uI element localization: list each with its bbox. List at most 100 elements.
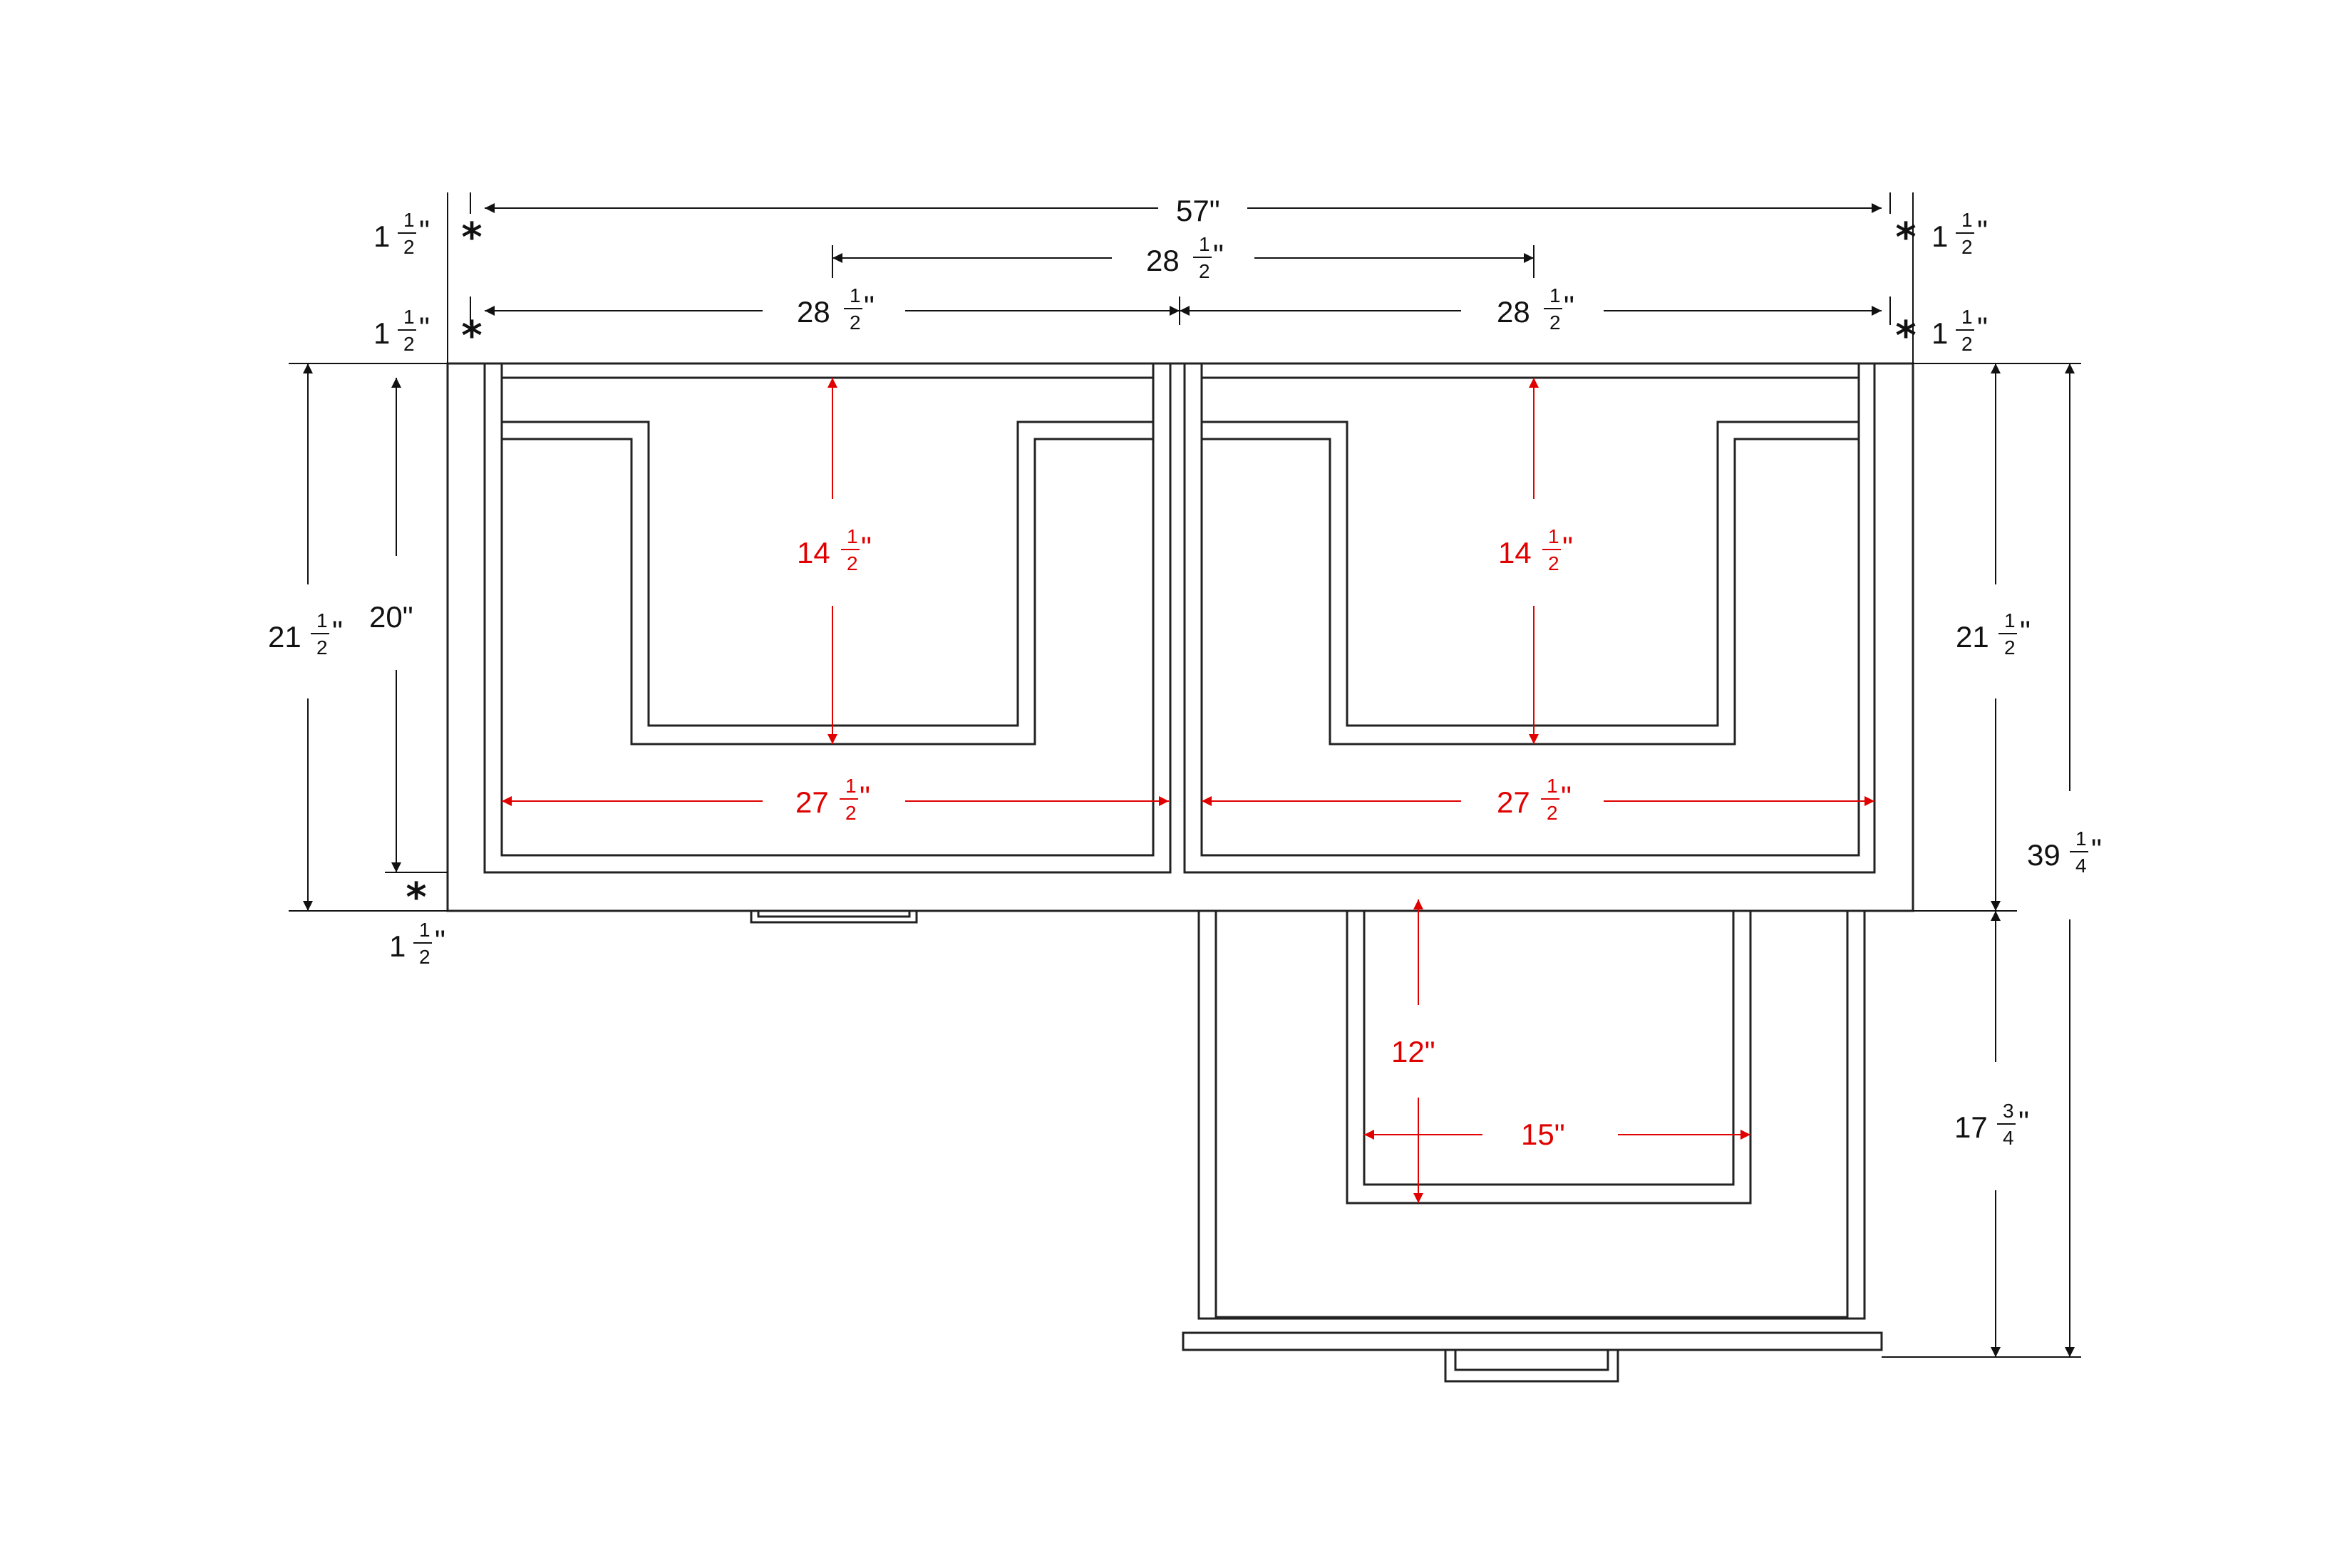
svg-text:1: 1	[316, 609, 328, 631]
svg-text:28: 28	[797, 295, 830, 329]
lower-plinth	[1182, 1331, 1883, 1351]
svg-text:1: 1	[2075, 827, 2087, 850]
svg-text:1: 1	[1931, 316, 1948, 350]
svg-text:1: 1	[850, 284, 861, 306]
svg-text:": "	[2091, 832, 2102, 866]
svg-text:": "	[1562, 530, 1573, 564]
asterisk-top-right-2: *	[1895, 313, 1916, 359]
svg-text:": "	[864, 289, 875, 323]
label-lower-well-depth: 12"	[1391, 1035, 1435, 1068]
svg-text:28: 28	[1146, 244, 1180, 277]
label-right-well-depth: 14 1 2 "	[1498, 525, 1573, 574]
label-right-depth: 21 1 2 "	[1956, 609, 2031, 659]
svg-text:14: 14	[1498, 536, 1532, 569]
svg-text:": "	[435, 924, 445, 957]
right-box-inner	[1200, 362, 1860, 857]
svg-text:1: 1	[373, 220, 390, 253]
svg-text:1: 1	[1549, 284, 1561, 306]
label-top-thk-left-1: 1 1 2 "	[373, 209, 430, 258]
svg-text:1: 1	[2004, 609, 2016, 631]
label-lower-depth: 17 3 4 "	[1954, 1100, 2029, 1149]
svg-text:": "	[1977, 214, 1988, 247]
svg-text:1: 1	[845, 775, 857, 797]
label-top-thk-left-2: 1 1 2 "	[373, 306, 430, 355]
label-left-interior-width: 27 1 2 "	[795, 775, 870, 824]
svg-text:1: 1	[1548, 525, 1559, 547]
label-top-thk-right-1: 1 1 2 "	[1931, 209, 1988, 258]
svg-text:2: 2	[1961, 333, 1973, 355]
label-overall-width: 57"	[1176, 194, 1220, 227]
asterisk-bottom-left: *	[406, 875, 426, 921]
svg-text:": "	[861, 530, 872, 564]
svg-text:1: 1	[403, 209, 415, 231]
svg-text:17: 17	[1954, 1110, 1988, 1144]
svg-text:20": 20"	[369, 600, 413, 634]
svg-text:1: 1	[1199, 233, 1210, 255]
svg-text:1: 1	[1961, 306, 1973, 328]
asterisk-top-left-2: *	[461, 313, 482, 359]
svg-text:": "	[1977, 311, 1988, 344]
left-u-insert	[502, 421, 1153, 746]
svg-text:2: 2	[1199, 260, 1210, 282]
svg-text:": "	[332, 614, 343, 648]
svg-text:2: 2	[403, 236, 415, 258]
cabinet-outline	[446, 362, 1914, 1383]
svg-text:2: 2	[403, 333, 415, 355]
svg-text:": "	[2020, 614, 2031, 648]
svg-text:27: 27	[1497, 785, 1530, 819]
svg-text:": "	[1561, 780, 1572, 813]
inner-dimension-lines	[502, 378, 1874, 1203]
upper-carcass	[446, 362, 1914, 912]
right-u-insert	[1202, 421, 1859, 746]
lower-handle	[1444, 1350, 1619, 1383]
svg-text:": "	[419, 311, 430, 344]
label-right-interior-width: 27 1 2 "	[1497, 775, 1572, 824]
label-center-span: 28 1 2 "	[1146, 233, 1224, 282]
asterisk-top-right-1: *	[1895, 215, 1916, 261]
svg-text:": "	[2018, 1105, 2029, 1138]
svg-text:4: 4	[2075, 855, 2087, 877]
svg-text:3: 3	[2003, 1100, 2014, 1122]
svg-text:2: 2	[1547, 802, 1558, 824]
inner-dimension-labels: 14 1 2 " 14 1 2 " 27 1 2 " 27 1 2 "	[795, 525, 1573, 1151]
svg-text:21: 21	[1956, 620, 1989, 654]
dimension-lines	[303, 203, 2075, 1357]
svg-text:27: 27	[795, 785, 829, 819]
lower-u-insert	[1346, 911, 1752, 1205]
label-left-inner-depth: 20"	[369, 600, 413, 634]
svg-text:2: 2	[850, 311, 861, 334]
svg-text:2: 2	[2004, 636, 2016, 659]
svg-text:1: 1	[847, 525, 858, 547]
svg-text:": "	[1564, 289, 1574, 323]
svg-text:4: 4	[2003, 1127, 2014, 1149]
svg-text:21: 21	[268, 620, 301, 654]
svg-text:2: 2	[1549, 311, 1561, 334]
svg-text:": "	[860, 780, 870, 813]
label-right-half: 28 1 2 "	[1497, 284, 1574, 334]
label-left-outer-depth: 21 1 2 "	[268, 609, 343, 659]
svg-text:14: 14	[797, 536, 830, 569]
svg-text:2: 2	[845, 802, 857, 824]
svg-text:12": 12"	[1391, 1035, 1435, 1068]
asterisk-marks: * * * * *	[406, 215, 1916, 921]
label-top-thk-right-2: 1 1 2 "	[1931, 306, 1988, 355]
svg-text:": "	[1213, 238, 1224, 272]
asterisk-top-left-1: *	[461, 215, 482, 261]
svg-text:1: 1	[373, 316, 390, 350]
svg-text:2: 2	[847, 552, 858, 574]
svg-text:2: 2	[1548, 552, 1559, 574]
svg-text:2: 2	[316, 636, 328, 659]
left-box-inner	[500, 362, 1155, 857]
svg-text:2: 2	[419, 946, 430, 968]
svg-text:": "	[419, 214, 430, 247]
svg-text:1: 1	[1547, 775, 1558, 797]
upper-handle	[750, 911, 918, 924]
label-lower-well-width: 15"	[1521, 1118, 1565, 1151]
svg-text:15": 15"	[1521, 1118, 1565, 1151]
svg-text:1: 1	[389, 929, 406, 963]
svg-text:1: 1	[419, 919, 430, 941]
svg-text:57": 57"	[1176, 194, 1220, 227]
label-bottom-thk: 1 1 2 "	[389, 919, 445, 968]
dimension-labels: 57" 28 1 2 " 28 1 2 " 28 1 2 " 1 1	[268, 194, 2102, 1149]
